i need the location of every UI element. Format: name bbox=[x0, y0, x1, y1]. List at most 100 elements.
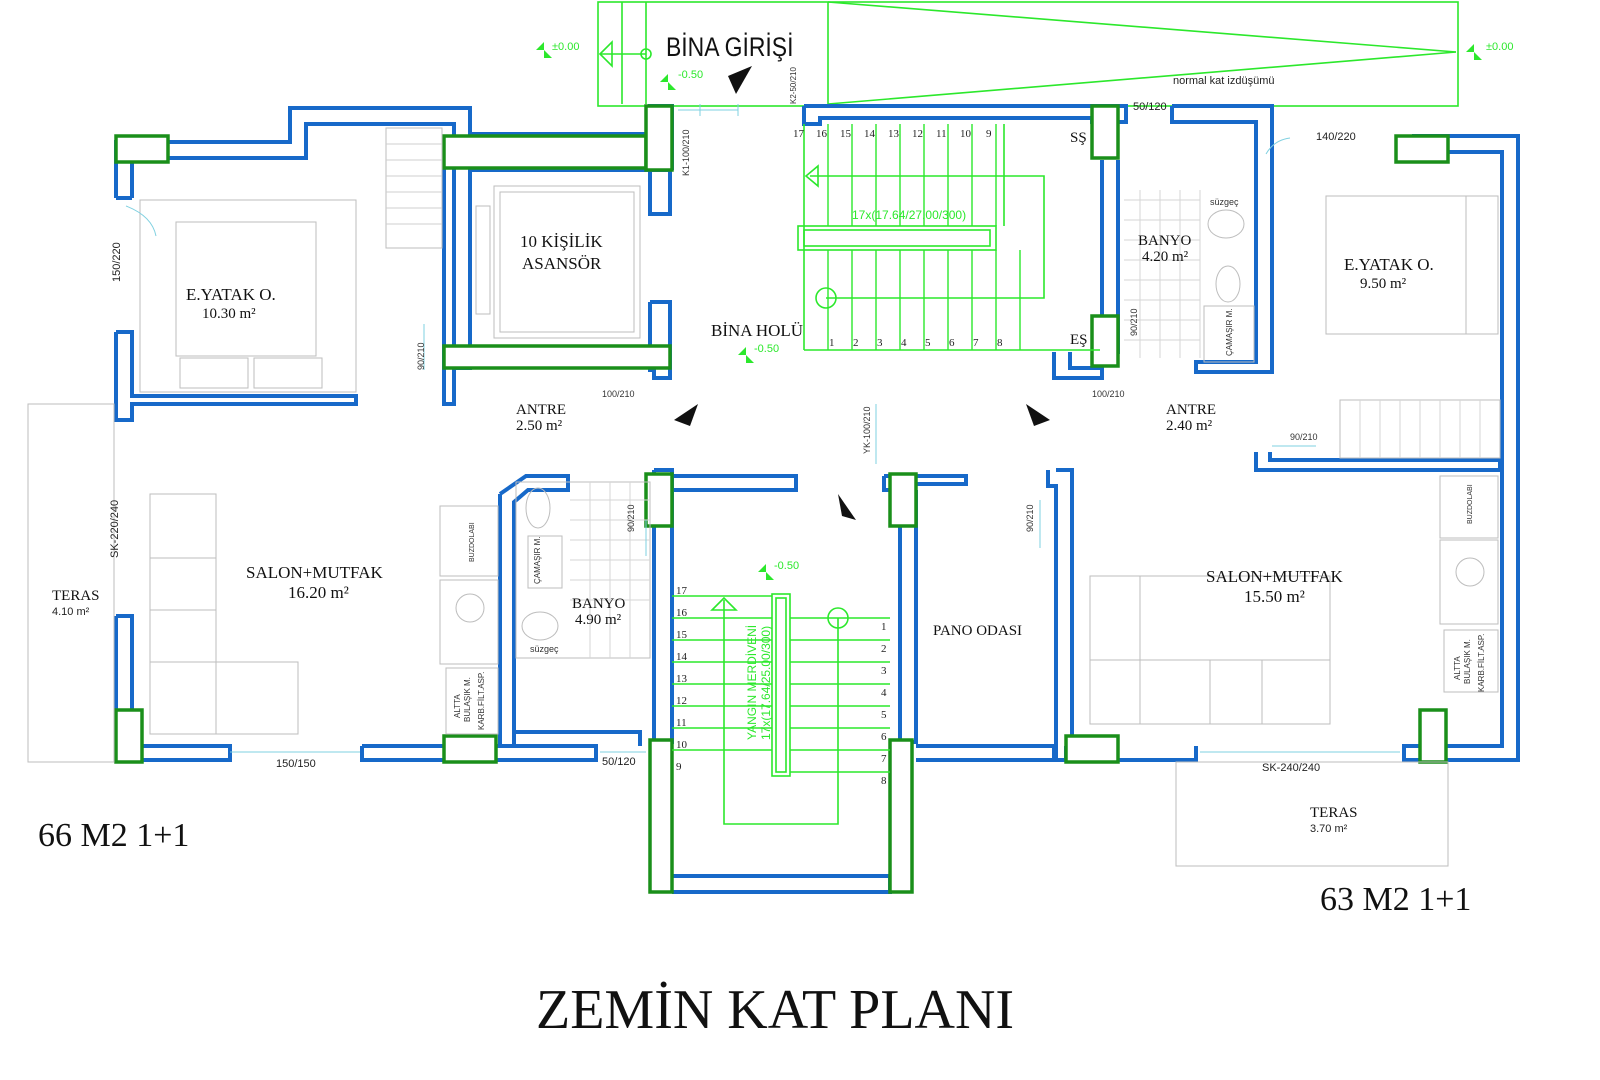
unit-left-label: 66 M2 1+1 bbox=[38, 817, 189, 854]
elevation-hall: -0.50 bbox=[754, 343, 779, 355]
dim-label: 90/210 bbox=[1025, 504, 1035, 532]
dim-label: 100/210 bbox=[602, 389, 635, 399]
fire-stair bbox=[672, 593, 890, 825]
fire-stair-left-numbers: 17 16 15 14 13 12 11 10 9 bbox=[676, 585, 688, 773]
room-area: 15.50 m² bbox=[1244, 587, 1305, 606]
elevation-fire: -0.50 bbox=[774, 560, 799, 572]
step-number: 3 bbox=[877, 337, 883, 349]
fixture-label: BULAŞIK M. bbox=[463, 677, 472, 722]
step-number: 9 bbox=[986, 128, 992, 140]
unit-right-label: 63 M2 1+1 bbox=[1320, 881, 1471, 918]
step-number: 1 bbox=[829, 337, 835, 349]
step-number: 11 bbox=[936, 128, 947, 140]
fixture-label: KARB.FİLT.ASP. bbox=[477, 672, 486, 730]
room-area: 10.30 m² bbox=[202, 306, 256, 322]
room-label: TERAS bbox=[52, 588, 100, 604]
dim-label: K2-50/210 bbox=[789, 67, 798, 104]
room-area: 9.50 m² bbox=[1360, 276, 1407, 292]
fixture-label: BULAŞIK M. bbox=[1463, 639, 1472, 684]
ss-label: SŞ bbox=[1070, 130, 1087, 146]
room-area: 2.40 m² bbox=[1166, 418, 1213, 434]
plan-title: ZEMİN KAT PLANI bbox=[536, 979, 1014, 1041]
step-number: 12 bbox=[676, 695, 687, 707]
fire-stair-right-numbers: 1 2 3 4 5 6 7 8 bbox=[881, 621, 887, 787]
fire-stair-note: 17x(17.64/25.00/300) bbox=[759, 626, 773, 740]
dim-label: 150/150 bbox=[276, 758, 316, 770]
room-area: 4.90 m² bbox=[575, 612, 622, 628]
step-number: 17 bbox=[793, 128, 805, 140]
room-label: ANTRE bbox=[1166, 402, 1216, 418]
room-area: 2.50 m² bbox=[516, 418, 563, 434]
step-number: 10 bbox=[676, 739, 688, 751]
projection-note: normal kat izdüşümü bbox=[1173, 75, 1275, 87]
elevation-zero-left: ±0.00 bbox=[552, 41, 579, 53]
dim-label: K1-100/210 bbox=[681, 129, 691, 176]
room-label: BANYO bbox=[1138, 233, 1192, 249]
step-number: 14 bbox=[676, 651, 688, 663]
main-stair-bottom-numbers: 1 2 3 4 5 6 7 8 bbox=[829, 337, 1003, 349]
es-label: EŞ bbox=[1070, 332, 1088, 348]
fixture-label: KARB.FİLT.ASP. bbox=[1477, 634, 1486, 692]
dim-label: SK-240/240 bbox=[1262, 762, 1320, 774]
dim-label: 90/210 bbox=[1129, 308, 1139, 336]
elevation-zero-right: ±0.00 bbox=[1486, 41, 1513, 53]
furniture bbox=[27, 127, 1501, 867]
step-number: 7 bbox=[973, 337, 979, 349]
room-area: 3.70 m² bbox=[1310, 823, 1348, 835]
step-number: 15 bbox=[840, 128, 852, 140]
step-number: 16 bbox=[676, 607, 688, 619]
step-number: 3 bbox=[881, 665, 887, 677]
step-number: 4 bbox=[901, 337, 907, 349]
door-swings bbox=[125, 104, 1400, 753]
room-label: TERAS bbox=[1310, 805, 1358, 821]
dim-label: YK-100/210 bbox=[862, 406, 872, 454]
main-stair-top-numbers: 17 16 15 14 13 12 11 10 9 bbox=[793, 128, 992, 140]
step-number: 10 bbox=[960, 128, 972, 140]
step-number: 12 bbox=[912, 128, 923, 140]
fixture-label: ÇAMAŞIR M. bbox=[533, 536, 542, 584]
walls bbox=[114, 104, 1520, 894]
step-number: 8 bbox=[881, 775, 887, 787]
step-number: 2 bbox=[881, 643, 887, 655]
room-label: E.YATAK O. bbox=[1344, 255, 1434, 274]
step-number: 7 bbox=[881, 753, 887, 765]
fixture-label: ALTTA bbox=[453, 694, 462, 718]
room-area: 4.10 m² bbox=[52, 606, 90, 618]
room-label: SALON+MUTFAK bbox=[246, 563, 384, 582]
step-number: 5 bbox=[881, 709, 887, 721]
room-area: 16.20 m² bbox=[288, 583, 349, 602]
room-label: ANTRE bbox=[516, 402, 566, 418]
elevation-entry: -0.50 bbox=[678, 69, 703, 81]
step-number: 6 bbox=[949, 337, 955, 349]
dim-label: 90/210 bbox=[1290, 432, 1318, 442]
step-number: 11 bbox=[676, 717, 687, 729]
dim-label: 100/210 bbox=[1092, 389, 1125, 399]
fire-stair-name: YANGIN MERDİVENİ bbox=[745, 625, 759, 740]
room-label: BİNA HOLÜ bbox=[711, 321, 803, 340]
fixture-label: ÇAMAŞIR M. bbox=[1225, 308, 1234, 356]
dim-label: 90/210 bbox=[626, 504, 636, 532]
direction-arrow-icon bbox=[674, 404, 1050, 520]
dim-label: 150/220 bbox=[111, 242, 123, 282]
columns bbox=[114, 104, 1450, 894]
step-number: 14 bbox=[864, 128, 876, 140]
entrance-arrow-icon bbox=[728, 66, 752, 94]
step-number: 4 bbox=[881, 687, 887, 699]
step-number: 6 bbox=[881, 731, 887, 743]
room-label: SALON+MUTFAK bbox=[1206, 567, 1344, 586]
step-number: 2 bbox=[853, 337, 859, 349]
room-label: E.YATAK O. bbox=[186, 285, 276, 304]
fixture-label: süzgeç bbox=[1210, 197, 1239, 207]
fixture-label: BUZDOLABI bbox=[469, 522, 476, 562]
step-number: 15 bbox=[676, 629, 688, 641]
room-label: 10 KİŞİLİK bbox=[520, 232, 603, 251]
step-number: 5 bbox=[925, 337, 931, 349]
entrance-label: BİNA GİRİŞİ bbox=[666, 31, 793, 62]
elevation-marker-icon bbox=[536, 42, 1482, 580]
room-label: ASANSÖR bbox=[522, 254, 602, 273]
dim-label: 140/220 bbox=[1316, 131, 1356, 143]
step-number: 1 bbox=[881, 621, 887, 633]
step-number: 16 bbox=[816, 128, 828, 140]
dim-label: 50/120 bbox=[602, 756, 636, 768]
